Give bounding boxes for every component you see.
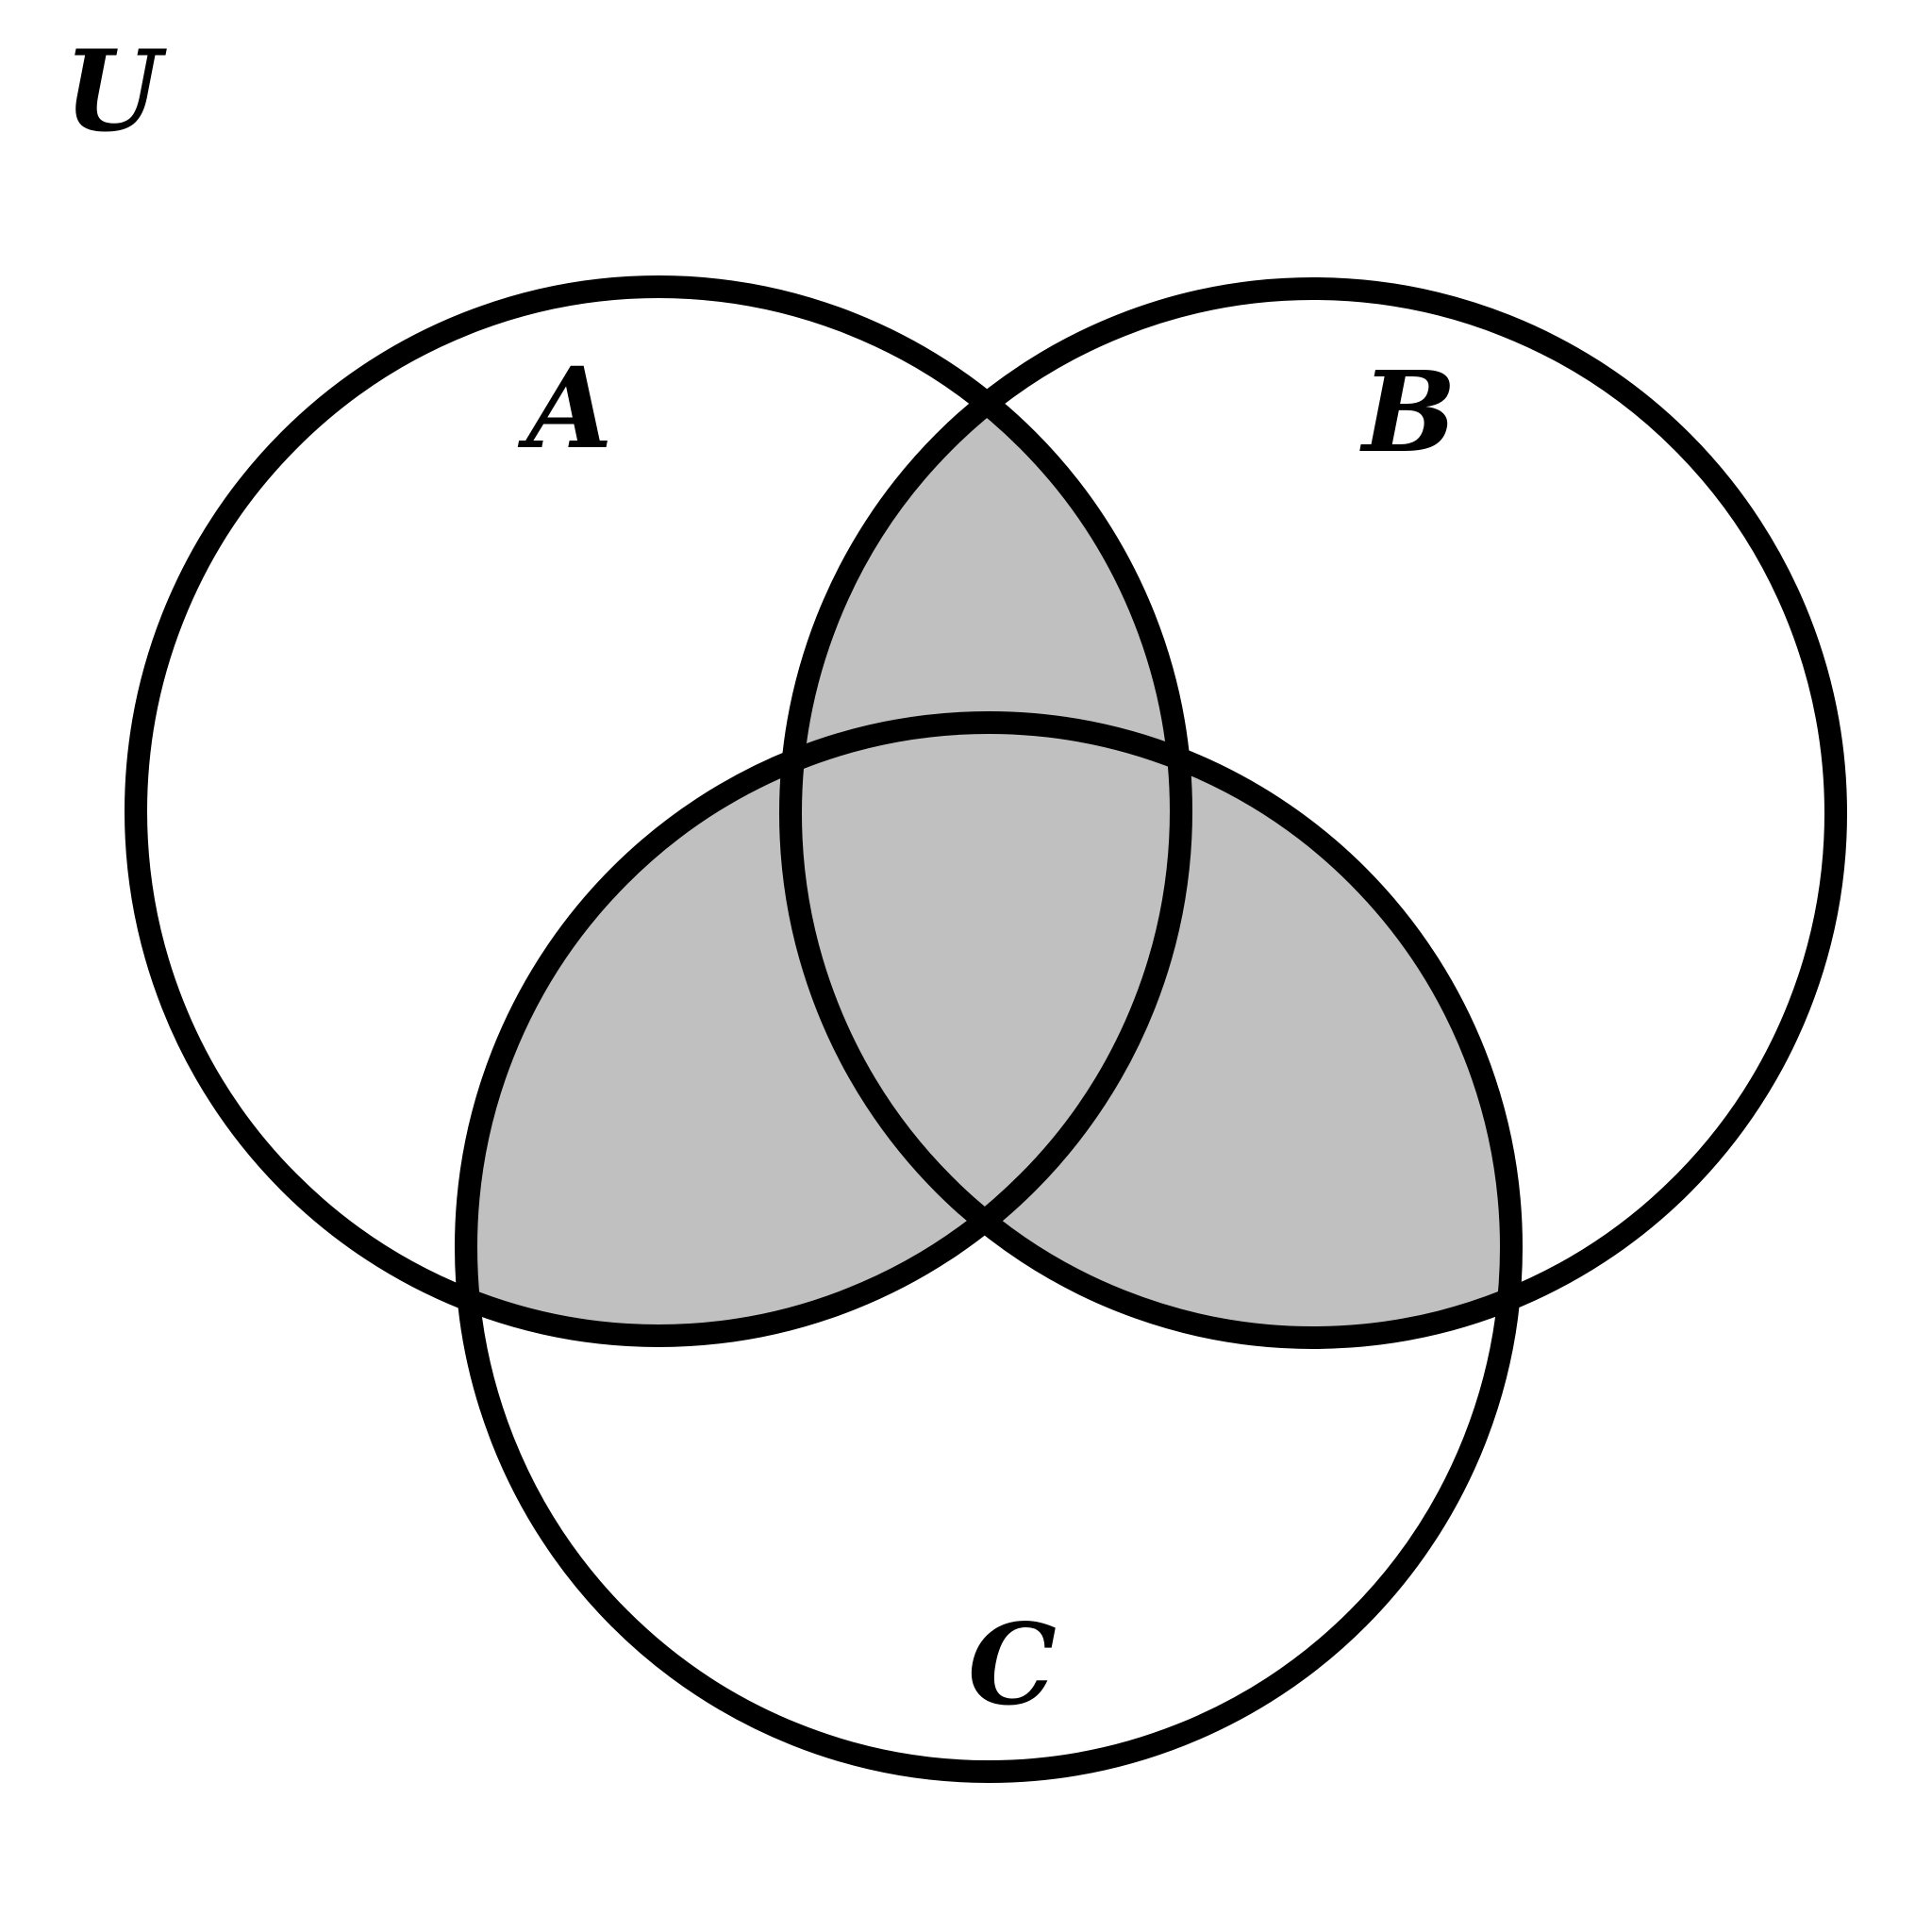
set-a-circle [125,275,1192,1347]
set-c-circle [455,711,1523,1783]
set-b-label: B [1359,346,1457,477]
set-a-label: A [517,342,613,474]
set-b-circle [779,277,1847,1349]
universe-label: U [64,25,167,157]
set-c-label: C [968,1599,1057,1730]
